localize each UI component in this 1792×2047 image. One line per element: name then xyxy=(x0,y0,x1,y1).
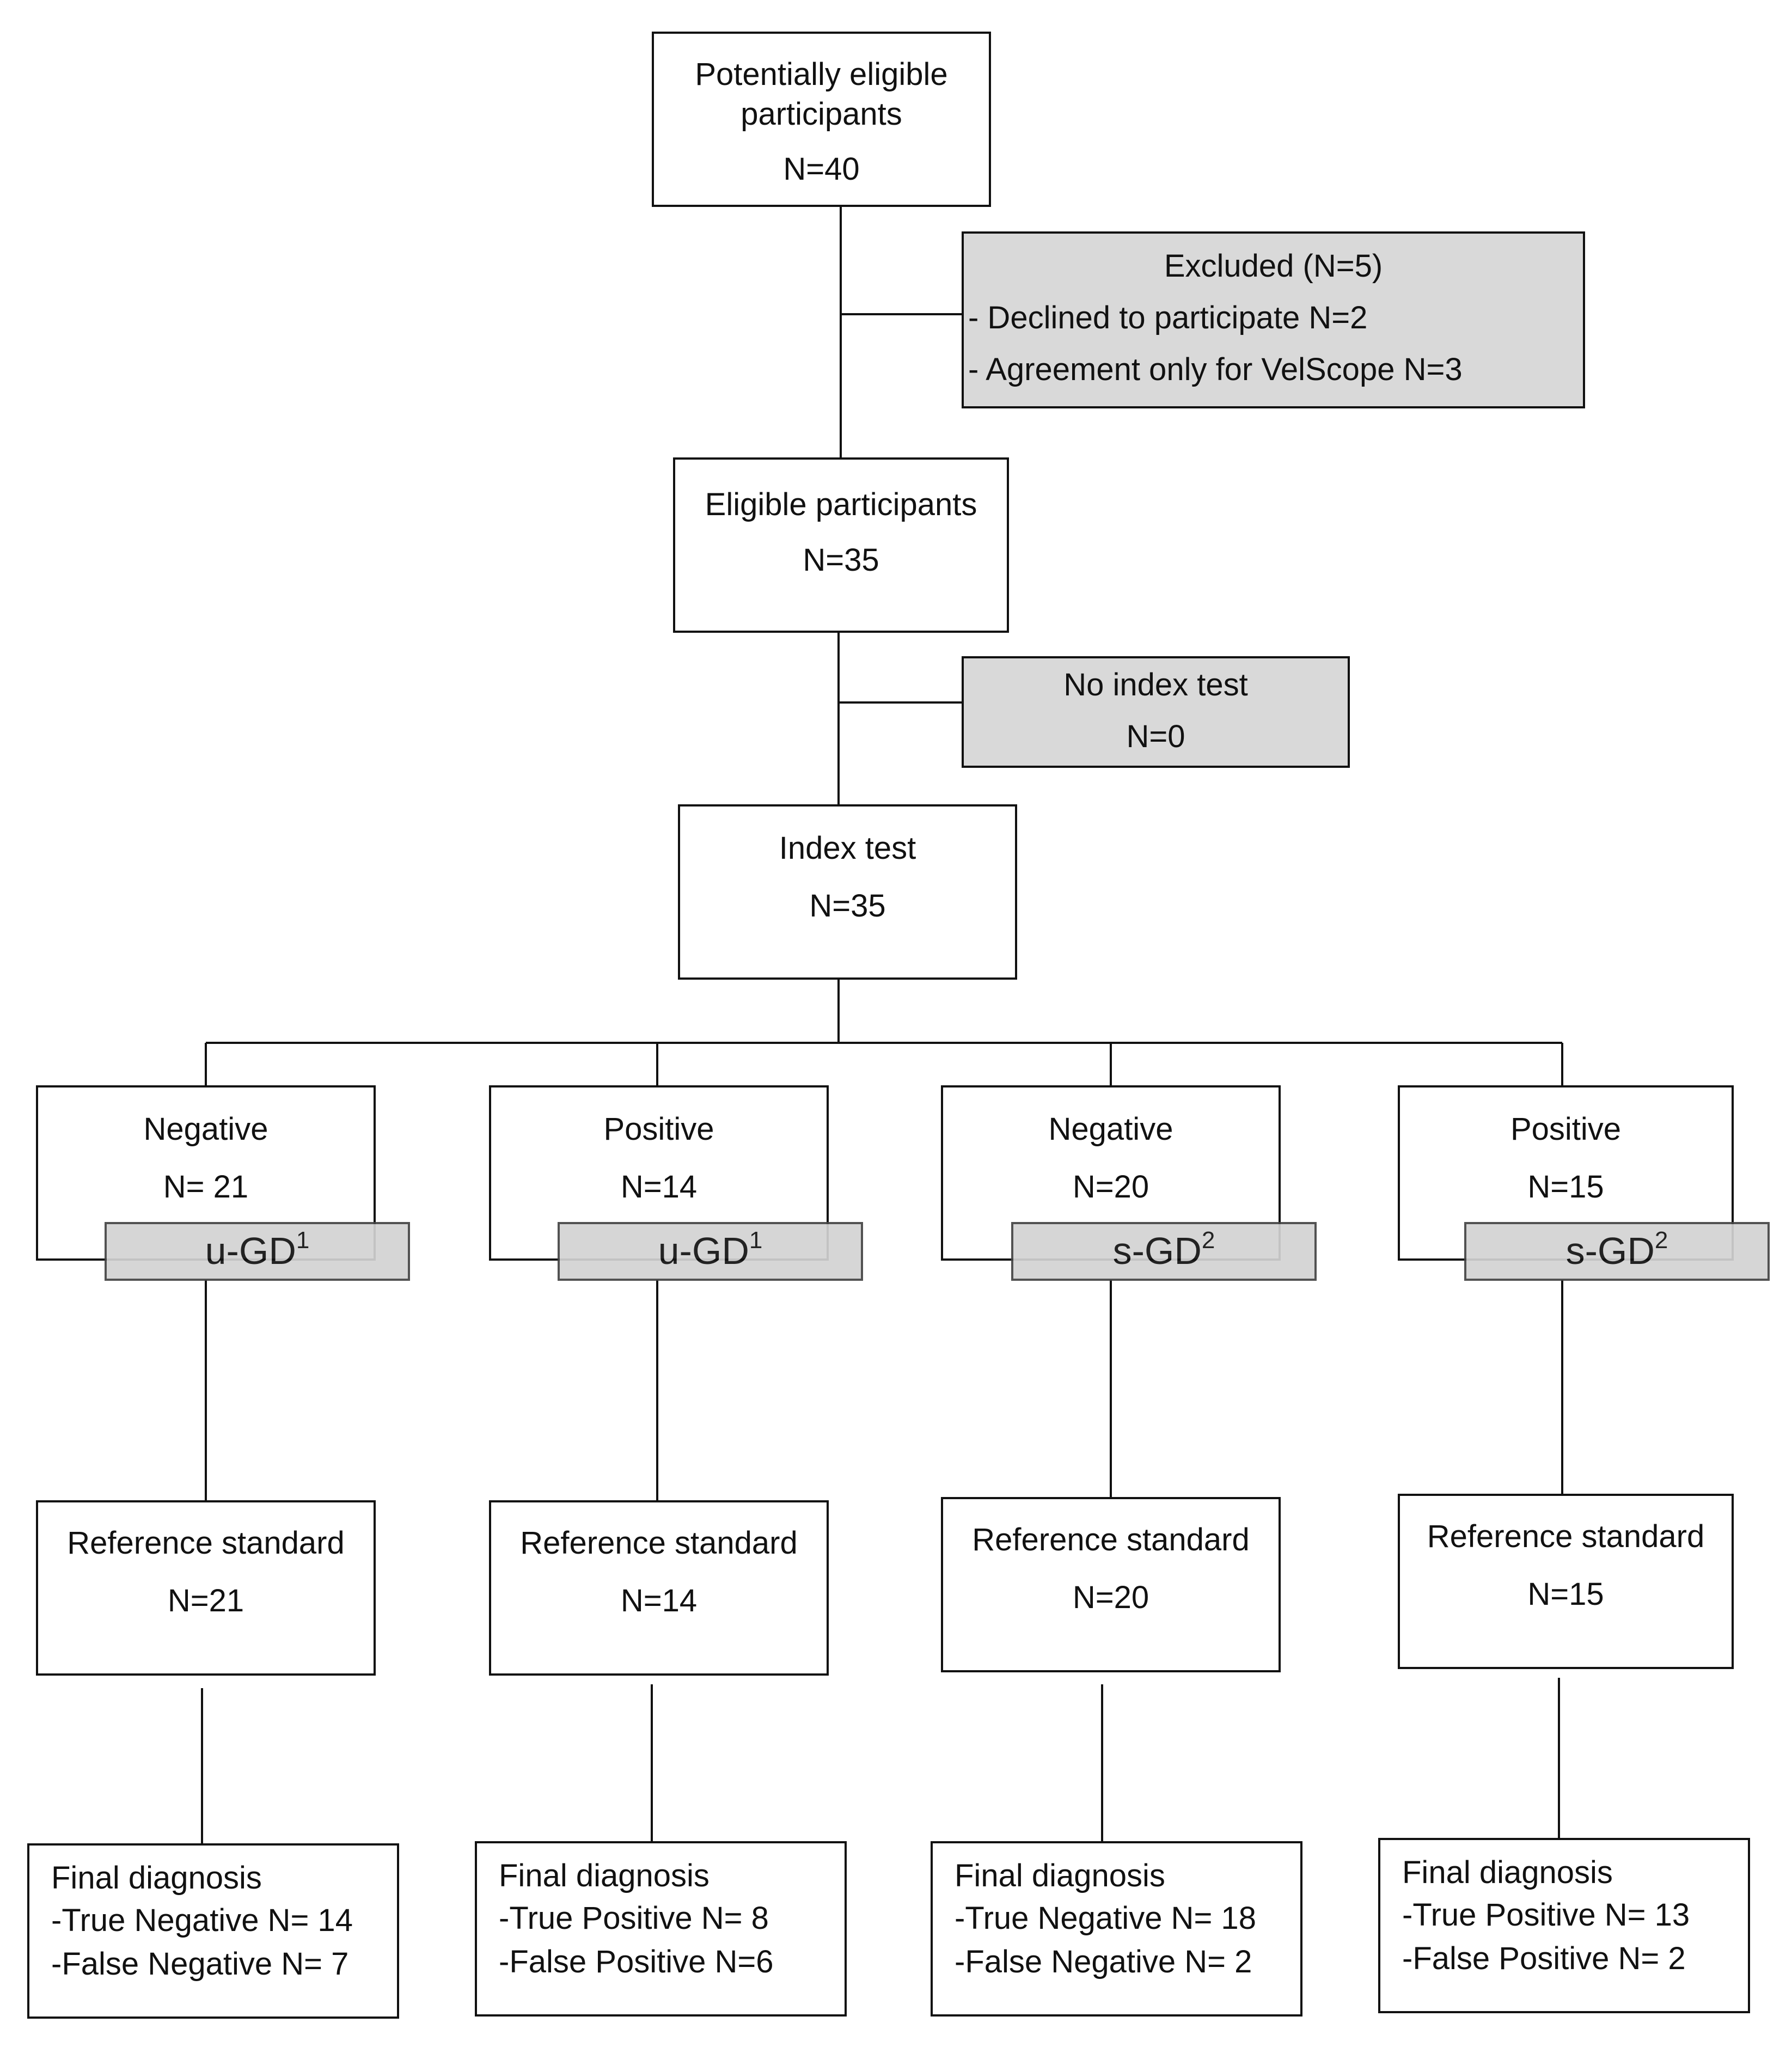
result-count: N=14 xyxy=(620,1169,698,1205)
reference-standard-count: N=20 xyxy=(1072,1580,1149,1615)
eligible-box: Eligible participants N=35 xyxy=(673,457,1009,633)
final-diagnosis-box: Final diagnosis -True Positive N= 13 -Fa… xyxy=(1378,1838,1750,2013)
result-label: Negative xyxy=(1048,1111,1173,1147)
final-diagnosis-title: Final diagnosis xyxy=(955,1858,1165,1893)
reference-standard-box: Reference standard N=20 xyxy=(941,1497,1281,1672)
final-diagnosis-box: Final diagnosis -True Negative N= 18 -Fa… xyxy=(931,1841,1302,2017)
final-diagnosis-line1: -True Negative N= 14 xyxy=(51,1903,353,1938)
result-count: N=15 xyxy=(1527,1169,1604,1205)
index-test-count: N=35 xyxy=(809,888,886,924)
method-tag-ugd: u-GD1 xyxy=(105,1222,410,1281)
excluded-item-declined: - Declined to participate N=2 xyxy=(968,300,1368,335)
reference-standard-box: Reference standard N=15 xyxy=(1398,1494,1734,1669)
result-label: Positive xyxy=(1510,1111,1622,1147)
method-tag-footnote: 1 xyxy=(296,1227,310,1254)
reference-standard-box: Reference standard N=21 xyxy=(36,1500,376,1676)
reference-standard-count: N=21 xyxy=(167,1583,244,1618)
final-diagnosis-line1: -True Positive N= 8 xyxy=(499,1901,769,1936)
potentially-eligible-count: N=40 xyxy=(783,151,860,187)
result-label: Negative xyxy=(143,1111,268,1147)
method-tag-text: s-GD xyxy=(1112,1230,1202,1272)
final-diagnosis-box: Final diagnosis -True Negative N= 14 -Fa… xyxy=(27,1843,399,2019)
result-label: Positive xyxy=(603,1111,714,1147)
final-diagnosis-line2: -False Negative N= 7 xyxy=(51,1946,349,1982)
potentially-eligible-line1: Potentially eligible xyxy=(695,57,948,92)
potentially-eligible-line2: participants xyxy=(741,96,902,132)
index-test-box: Index test N=35 xyxy=(678,804,1017,980)
final-diagnosis-line2: -False Positive N= 2 xyxy=(1402,1941,1686,1976)
final-diagnosis-line1: -True Negative N= 18 xyxy=(955,1901,1256,1936)
method-tag-text: u-GD xyxy=(658,1230,749,1272)
final-diagnosis-line1: -True Positive N= 13 xyxy=(1402,1897,1690,1933)
final-diagnosis-title: Final diagnosis xyxy=(499,1858,710,1893)
result-box-negative-sgd: Negative N=20 xyxy=(941,1085,1281,1261)
no-index-test-box: No index test N=0 xyxy=(962,656,1350,768)
excluded-title: Excluded (N=5) xyxy=(1164,248,1383,284)
final-diagnosis-line2: -False Positive N=6 xyxy=(499,1944,774,1979)
method-tag-sgd: s-GD2 xyxy=(1464,1222,1770,1281)
eligible-label: Eligible participants xyxy=(705,487,977,522)
excluded-box: Excluded (N=5) - Declined to participate… xyxy=(962,231,1585,408)
method-tag-footnote: 2 xyxy=(1654,1227,1668,1254)
method-tag-footnote: 2 xyxy=(1201,1227,1215,1254)
final-diagnosis-box: Final diagnosis -True Positive N= 8 -Fal… xyxy=(475,1841,847,2017)
reference-standard-label: Reference standard xyxy=(1427,1519,1705,1554)
reference-standard-label: Reference standard xyxy=(972,1522,1250,1557)
potentially-eligible-box: Potentially eligible participants N=40 xyxy=(652,32,991,207)
method-tag-text: s-GD xyxy=(1565,1230,1655,1272)
final-diagnosis-title: Final diagnosis xyxy=(51,1860,262,1896)
reference-standard-count: N=14 xyxy=(620,1583,698,1618)
result-count: N= 21 xyxy=(163,1169,249,1205)
reference-standard-label: Reference standard xyxy=(520,1525,798,1561)
no-index-test-label: No index test xyxy=(1063,667,1248,702)
index-test-label: Index test xyxy=(779,830,916,866)
reference-standard-box: Reference standard N=14 xyxy=(489,1500,829,1676)
final-diagnosis-title: Final diagnosis xyxy=(1402,1855,1613,1890)
method-tag-ugd: u-GD1 xyxy=(558,1222,863,1281)
method-tag-sgd: s-GD2 xyxy=(1011,1222,1317,1281)
method-tag-text: u-GD xyxy=(205,1230,296,1272)
reference-standard-count: N=15 xyxy=(1527,1577,1604,1612)
excluded-item-velscope: - Agreement only for VelScope N=3 xyxy=(968,352,1463,387)
result-count: N=20 xyxy=(1072,1169,1149,1205)
final-diagnosis-line2: -False Negative N= 2 xyxy=(955,1944,1252,1979)
reference-standard-label: Reference standard xyxy=(67,1525,345,1561)
no-index-test-count: N=0 xyxy=(1126,719,1185,754)
eligible-count: N=35 xyxy=(803,542,879,578)
method-tag-footnote: 1 xyxy=(749,1227,763,1254)
